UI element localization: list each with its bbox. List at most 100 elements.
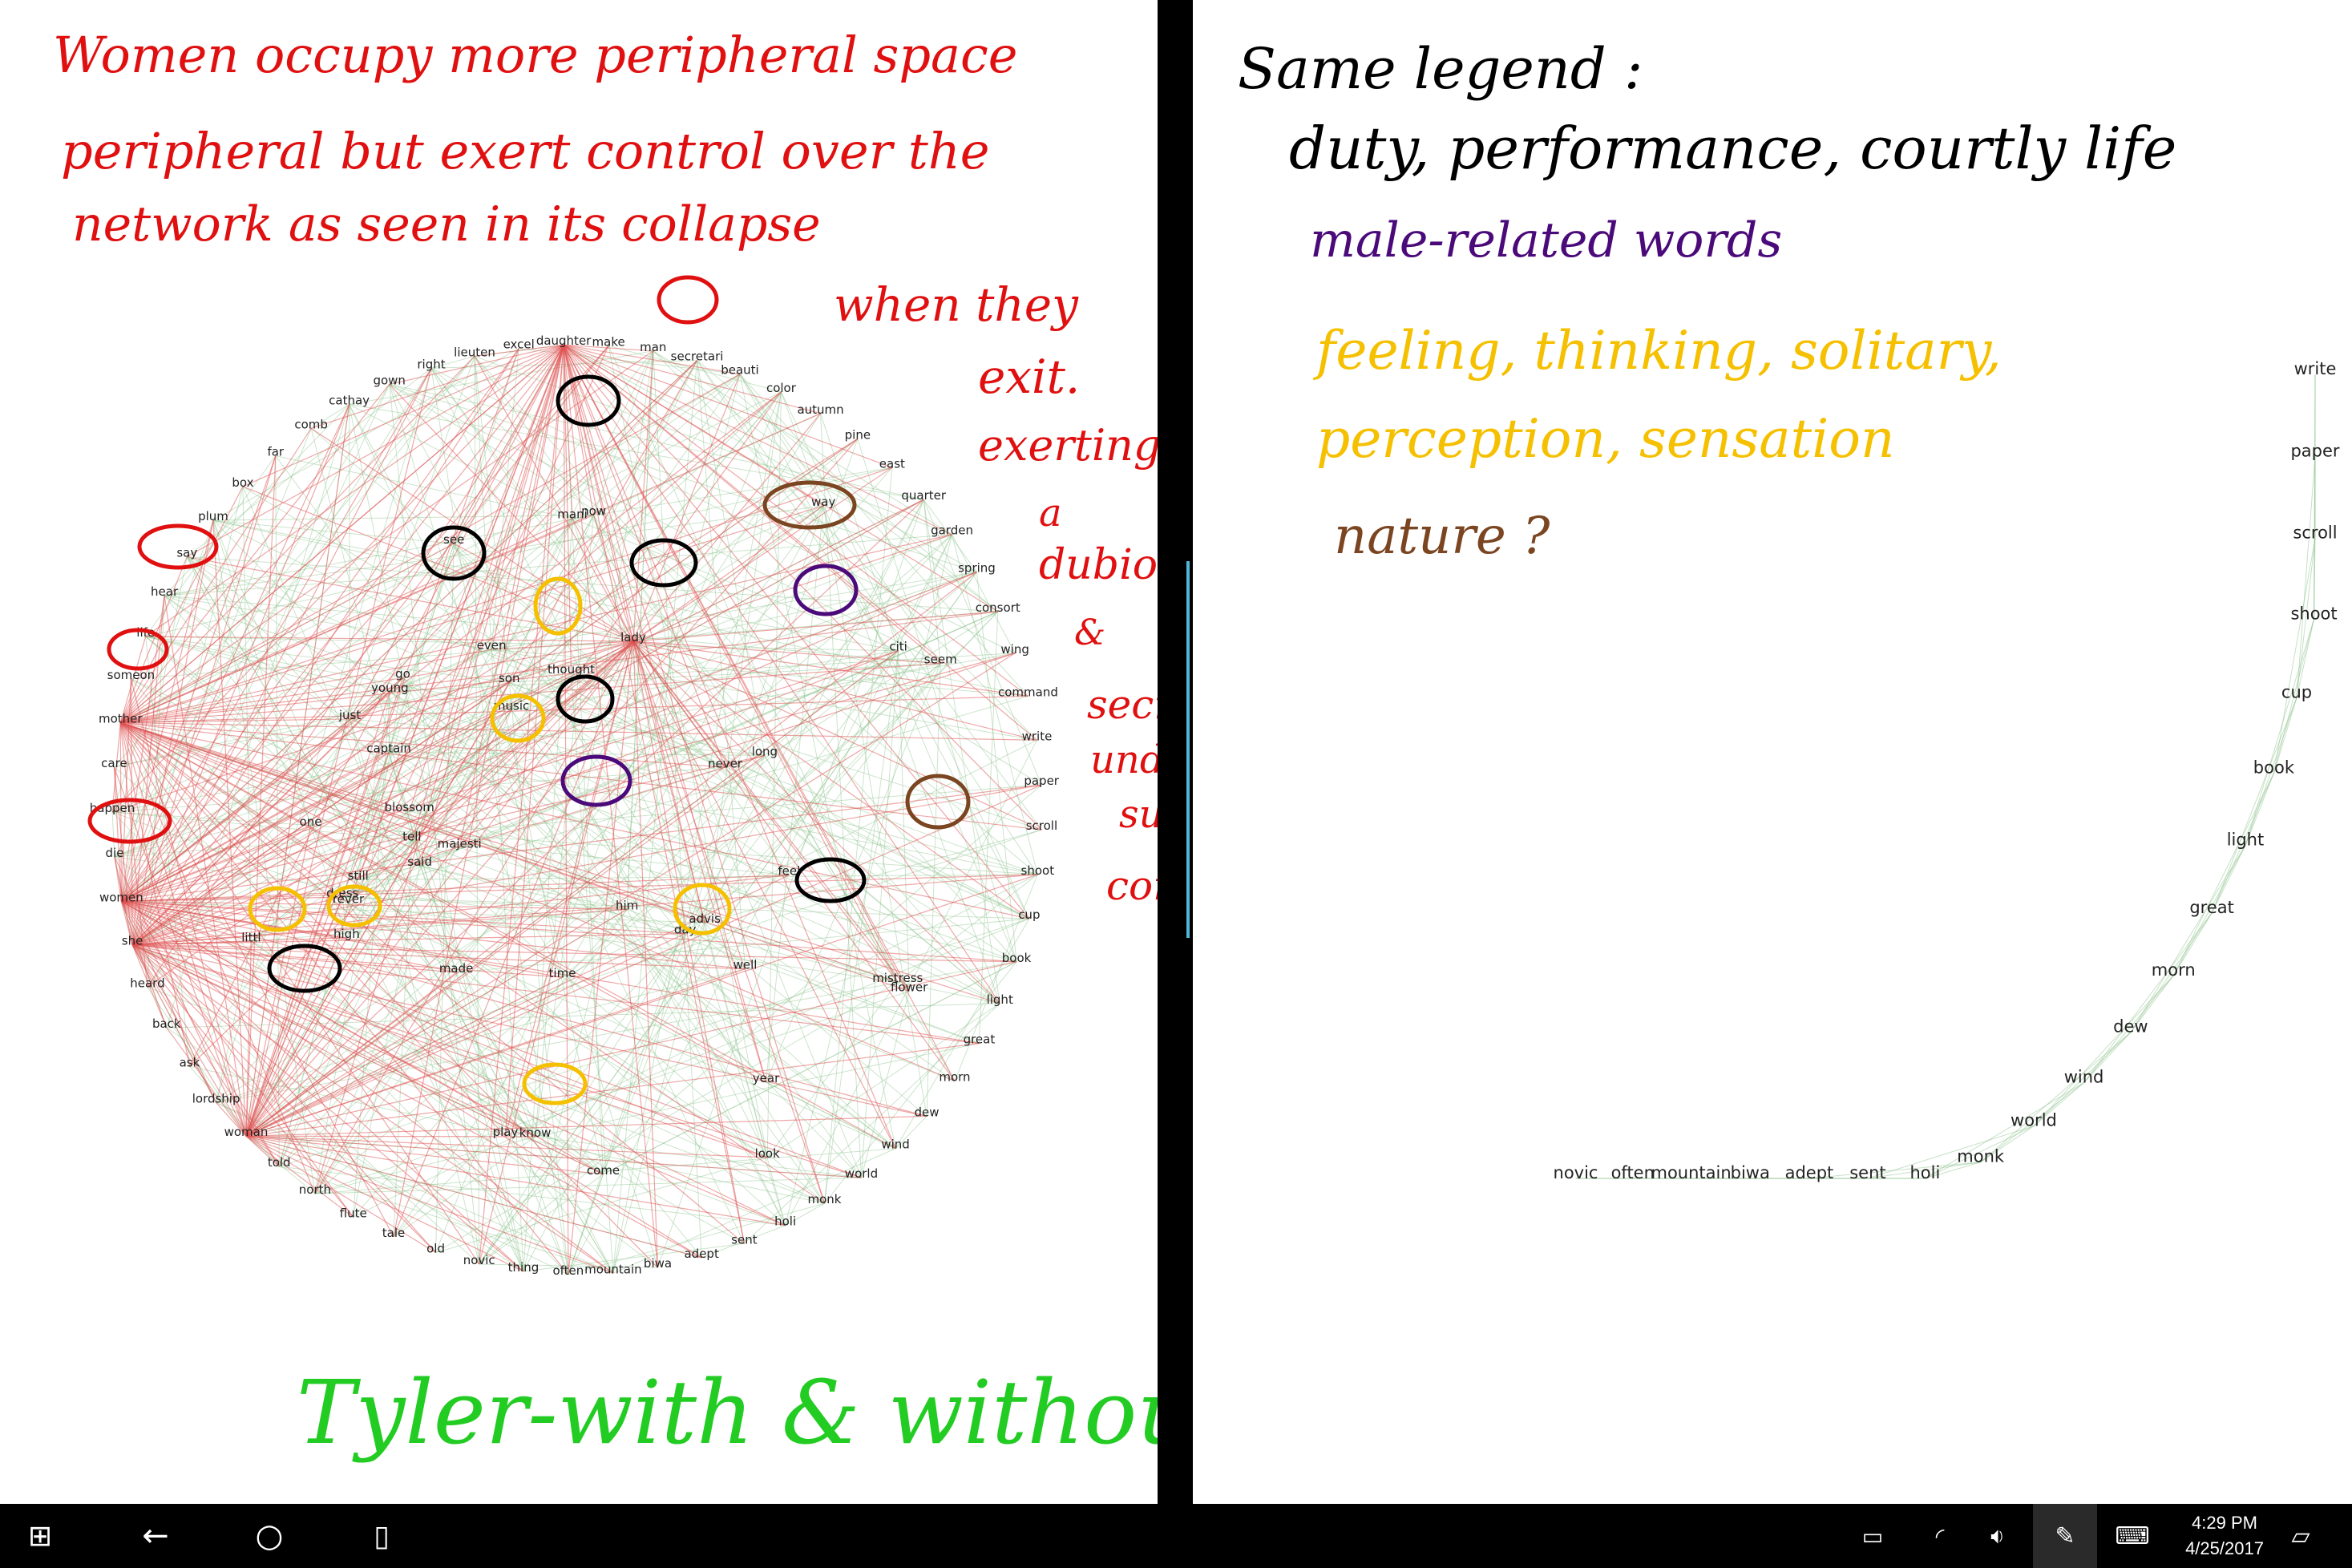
network-node-label: dew — [2113, 1017, 2148, 1037]
network-edge — [164, 595, 628, 910]
start-button[interactable]: ⊞ — [8, 1504, 72, 1568]
annotation-circle-him — [533, 576, 583, 636]
network-node-label: captain — [366, 741, 411, 755]
action-center-button[interactable]: ▱ — [2269, 1504, 2333, 1568]
network-node-label: care — [101, 756, 127, 770]
network-node-label: well — [733, 958, 758, 972]
network-edge-hub — [119, 427, 312, 723]
network-node-label: she — [122, 934, 143, 948]
network-edge-hub — [131, 944, 614, 1274]
network-edge-hub — [245, 1135, 436, 1254]
network-edge-hub — [563, 344, 1028, 697]
network-node-label: rever — [333, 892, 365, 907]
network-node-label: never — [708, 756, 743, 770]
network-edge-hub — [632, 641, 1028, 697]
windows-ink-button[interactable]: ✎ — [2033, 1504, 2097, 1568]
network-edge — [2245, 619, 2315, 846]
network-edge — [186, 556, 614, 1274]
network-edge-hub — [121, 751, 390, 902]
network-edge-hub — [245, 937, 347, 1137]
network-edge — [314, 1177, 862, 1194]
network-edge-hub — [632, 641, 725, 768]
network-node-label: world — [2011, 1111, 2057, 1130]
legend-yellow-1: feeling, thinking, solitary, — [1312, 320, 2002, 382]
wifi-button[interactable]: ◜ — [1908, 1504, 1972, 1568]
network-edge-hub — [131, 368, 432, 945]
split-divider-handle[interactable] — [1186, 561, 1190, 938]
network-node-label: way — [811, 495, 835, 509]
network-edge-hub — [119, 721, 825, 1204]
network-edge — [114, 534, 952, 858]
network-node-label: mistress — [872, 971, 923, 985]
network-edge — [739, 374, 1030, 919]
network-edge — [2273, 697, 2297, 774]
network-node-label: spring — [958, 560, 996, 575]
touch-keyboard-button[interactable]: ⌨ — [2100, 1504, 2164, 1568]
network-edge-hub — [113, 766, 133, 945]
network-edge — [1808, 1162, 1981, 1179]
network-edge-hub — [119, 721, 745, 1244]
network-edge — [926, 663, 941, 1117]
network-edge — [2130, 845, 2246, 1033]
network-node-label: cup — [2281, 682, 2312, 701]
network-edge — [766, 505, 824, 1083]
network-edge-hub — [245, 677, 404, 1137]
network-edge — [341, 543, 455, 898]
network-edge — [279, 1166, 786, 1227]
network-edge — [627, 908, 980, 1044]
network-edge — [505, 1135, 614, 1274]
network-edge-hub — [131, 754, 766, 946]
search-circle-icon: ○ — [255, 1517, 284, 1554]
network-node-label: shoot — [1021, 863, 1055, 878]
network-edge-hub — [189, 641, 634, 1067]
network-edge — [121, 900, 745, 1244]
network-edge-hub — [121, 438, 859, 902]
network-edge-hub — [132, 944, 457, 973]
network-edge — [562, 663, 941, 978]
task-view-button[interactable]: ▯ — [350, 1504, 414, 1568]
network-edge — [388, 752, 506, 1137]
network-edge — [131, 505, 824, 946]
network-edge-hub — [245, 709, 512, 1137]
network-edge-hub — [120, 721, 460, 848]
battery-button[interactable]: ▭ — [1841, 1504, 1905, 1568]
network-edge — [314, 663, 941, 1194]
network-edge-hub — [474, 344, 564, 357]
network-edge-hub — [113, 766, 122, 902]
legend-brown: nature ? — [1334, 507, 1550, 566]
network-edge-hub — [245, 752, 390, 1137]
network-edge — [251, 839, 413, 942]
network-node-label: sent — [731, 1232, 758, 1247]
network-edge-hub — [120, 505, 824, 723]
annotation-circle-music — [629, 538, 698, 588]
network-edge — [535, 650, 899, 1138]
network-edge — [348, 903, 506, 1137]
network-edge-hub — [409, 345, 564, 812]
network-edge-hub — [121, 874, 1038, 902]
network-edge-hub — [491, 345, 564, 650]
network-edge-hub — [632, 505, 824, 642]
network-edge — [212, 519, 347, 939]
clock[interactable]: 4:29 PM 4/25/2017 — [2164, 1510, 2285, 1562]
network-edge — [389, 384, 686, 934]
network-edge — [860, 991, 910, 1178]
network-node-label: adept — [1785, 1163, 1834, 1182]
network-node-label: come — [587, 1163, 620, 1178]
annotation-circle-blossom — [762, 480, 857, 530]
cortana-button[interactable]: ○ — [237, 1504, 301, 1568]
network-edge-hub — [632, 641, 941, 665]
network-edge-hub — [245, 1135, 768, 1158]
network-edge — [509, 681, 1038, 875]
back-button[interactable]: ← — [123, 1504, 188, 1568]
volume-button[interactable]: 🔉︎ — [1966, 1504, 2030, 1568]
legend-black: duty, performance, courtly life — [1289, 115, 2176, 182]
note-line-3: network as seen in its collapse — [72, 196, 821, 253]
network-edge — [895, 918, 1030, 1149]
network-node-label: comb — [294, 417, 328, 431]
annotation-circle-see — [326, 884, 382, 927]
network-node-label: long — [752, 744, 778, 758]
network-node-label: blossom — [385, 800, 434, 814]
network-edge-hub — [131, 944, 247, 1137]
